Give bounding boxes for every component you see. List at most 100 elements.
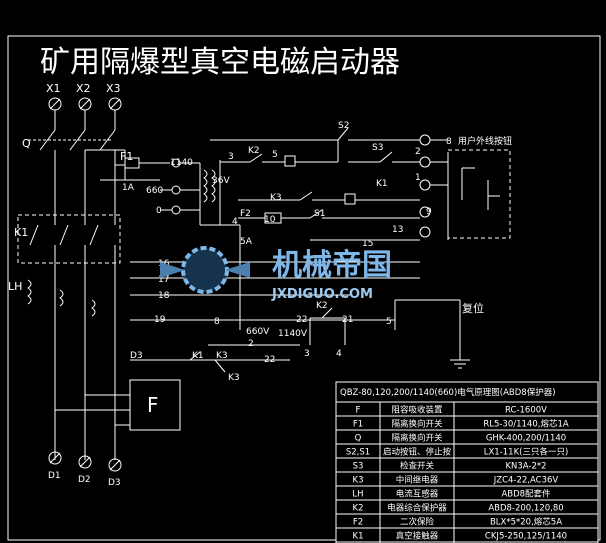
table-cell: GHK-400,200/1140 xyxy=(486,434,566,444)
rc-absorber-box xyxy=(129,379,181,431)
node-13: 13 xyxy=(392,225,403,235)
label-k3-aux2: K3 xyxy=(228,373,240,383)
label-k2: K2 xyxy=(248,146,260,156)
table-cell: F1 xyxy=(353,420,363,430)
table-cell: LH xyxy=(352,490,363,500)
output-terminals xyxy=(48,451,122,472)
label-k2-contact: K2 xyxy=(316,301,328,311)
phase-label-x3: X3 xyxy=(106,82,121,95)
table-cell: BLX*5*20,熔芯5A xyxy=(490,517,562,528)
node-5b: 5 xyxy=(386,317,392,327)
table-cell: 隔离换向开关 xyxy=(391,433,443,444)
table-cell: S3 xyxy=(353,462,364,472)
output-label-d1: D1 xyxy=(48,471,61,481)
node-3: 3 xyxy=(228,152,234,162)
table-caption: QBZ-80,120,200/1140(660)电气原理图(ABD8保护器) xyxy=(340,387,556,398)
table-cell: KN3A-2*2 xyxy=(505,462,546,472)
table-cell: S2,S1 xyxy=(346,448,370,458)
label-reset: 复位 xyxy=(462,301,484,315)
table-cell: RC-1600V xyxy=(505,406,547,416)
control-transformer xyxy=(160,158,240,226)
label-q: Q xyxy=(22,137,31,150)
table-cell: ABD8配套件 xyxy=(501,489,551,500)
table-cell: 检查开关 xyxy=(400,461,435,472)
drawing-frame xyxy=(7,35,601,541)
node-19: 19 xyxy=(154,315,166,325)
table-cell: ABD8-200,120,80 xyxy=(488,504,563,514)
table-cell: 二次保险 xyxy=(400,517,435,528)
node-4b: 4 xyxy=(336,349,342,359)
table-cell: F2 xyxy=(353,518,363,528)
diagram-title: 矿用隔爆型真空电磁启动器 xyxy=(40,45,400,80)
table-cell: LX1-11K(三只各一只) xyxy=(484,447,569,458)
node-3b: 3 xyxy=(304,349,310,359)
wing-right-icon xyxy=(225,262,250,278)
table-cell: CKJ5-250,125/1140 xyxy=(485,532,567,542)
watermark-cn: 机械帝国 xyxy=(272,248,392,283)
label-k3: K3 xyxy=(270,193,282,203)
output-label-d3: D3 xyxy=(108,478,121,488)
table-cell: 真空接触器 xyxy=(396,531,439,542)
parts-table: QBZ-80,120,200/1140(660)电气原理图(ABD8保护器) F 阻… xyxy=(335,381,599,543)
table-cell: 中间继电器 xyxy=(396,475,439,486)
label-f1: F1 xyxy=(120,150,133,163)
node-1: 1 xyxy=(415,173,421,183)
label-660v: 660V xyxy=(246,327,270,337)
label-s3: S3 xyxy=(372,143,383,153)
node-8: 8 xyxy=(446,137,452,147)
main-power-lines xyxy=(17,110,170,460)
node-10: 10 xyxy=(264,215,276,225)
gear-icon xyxy=(181,246,229,294)
label-user-button: 用户外线按钮 xyxy=(458,135,512,147)
node-5: 5 xyxy=(272,150,278,160)
node-8b: 8 xyxy=(214,317,220,327)
node-15: 15 xyxy=(362,239,373,249)
table-cell: F xyxy=(356,406,361,416)
table-cell: 阻容吸收装置 xyxy=(391,405,443,416)
label-660: 660 xyxy=(146,186,163,196)
output-label-d2: D2 xyxy=(78,475,91,485)
label-f2: F2 xyxy=(240,209,251,219)
label-lh: LH xyxy=(8,280,22,293)
control-circuit xyxy=(130,127,511,373)
label-1140: 1140 xyxy=(170,158,193,168)
node-17: 17 xyxy=(158,275,169,285)
watermark-en: JXDIGUO.COM xyxy=(271,287,373,302)
phase-label-x1: X1 xyxy=(46,82,61,95)
label-0v: 0 xyxy=(156,206,162,216)
label-1140v: 1140V xyxy=(278,329,308,339)
node-18: 18 xyxy=(158,291,170,301)
table-cell: 启动按钮、停止按 xyxy=(383,447,452,458)
table-cell: K3 xyxy=(353,476,364,486)
label-s1: S1 xyxy=(314,209,325,219)
table-cell: JZC4-22,AC36V xyxy=(493,476,559,486)
table-cell: K1 xyxy=(353,532,364,542)
node-2b: 2 xyxy=(248,339,254,349)
table-cell: Q xyxy=(355,434,362,444)
label-d3-ctl: D3 xyxy=(130,351,143,361)
label-k1-aux: K1 xyxy=(192,351,204,361)
node-22b: 22 xyxy=(264,355,275,365)
watermark: 机械帝国 JXDIGUO.COM xyxy=(160,246,392,302)
node-4: 4 xyxy=(232,217,238,227)
label-f1-rating: 1A xyxy=(122,183,135,193)
table-cell: 电流互感器 xyxy=(396,489,439,500)
label-k1-main: K1 xyxy=(14,226,28,239)
phase-label-x2: X2 xyxy=(76,82,91,95)
table-cell: RL5-30/1140,熔芯1A xyxy=(483,419,569,430)
table-cell: K2 xyxy=(353,504,364,514)
rc-wiring xyxy=(55,394,130,426)
node-22: 22 xyxy=(296,315,307,325)
node-2: 2 xyxy=(415,147,421,157)
label-k3-aux: K3 xyxy=(216,351,228,361)
table-cell: 电器综合保护器 xyxy=(387,503,447,514)
label-f-box: F xyxy=(147,393,159,417)
node-9: 9 xyxy=(426,207,432,217)
label-36v: 36V xyxy=(212,176,230,186)
node-21: 21 xyxy=(342,315,353,325)
label-s2: S2 xyxy=(338,121,349,131)
phase-terminals xyxy=(48,97,122,111)
table-cell: 隔离换向开关 xyxy=(391,419,443,430)
label-k1-ctl: K1 xyxy=(376,179,388,189)
